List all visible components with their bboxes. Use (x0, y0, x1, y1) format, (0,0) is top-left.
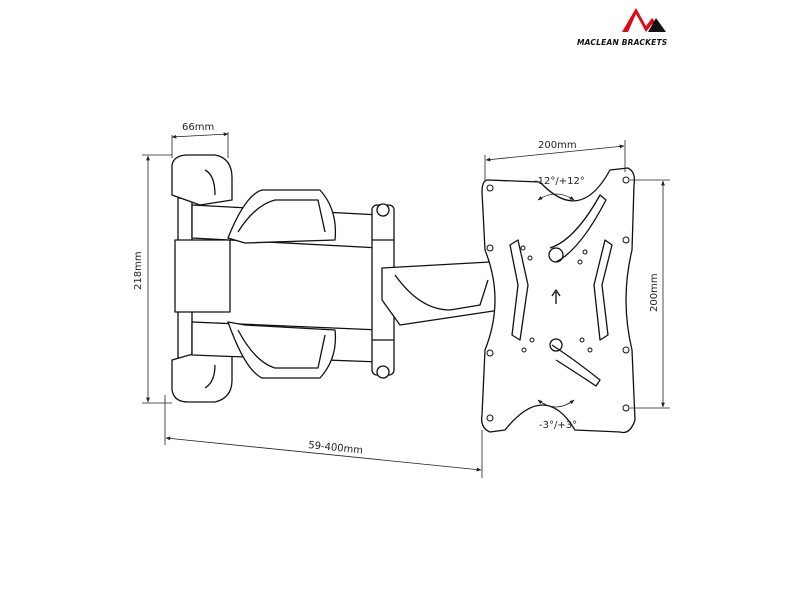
brand-name: MACLEAN BRACKETS (577, 38, 667, 47)
swivel-range: -3°/+3° (539, 420, 577, 431)
dim-wall-plate-height: 218mm (133, 251, 144, 290)
dim-vesa-height: 200mm (649, 273, 660, 312)
tilt-range: -12°/+12° (534, 176, 585, 187)
lower-arm (191, 321, 381, 379)
dim-vesa-width: 200mm (538, 140, 577, 151)
front-arm (381, 261, 501, 326)
brand-logo: MACLEAN BRACKETS (577, 8, 667, 47)
dim-extension: 59-400mm (308, 440, 364, 456)
vesa-plate (481, 167, 636, 434)
dim-wall-plate-depth: 66mm (182, 122, 214, 133)
wall-plate (171, 154, 233, 403)
